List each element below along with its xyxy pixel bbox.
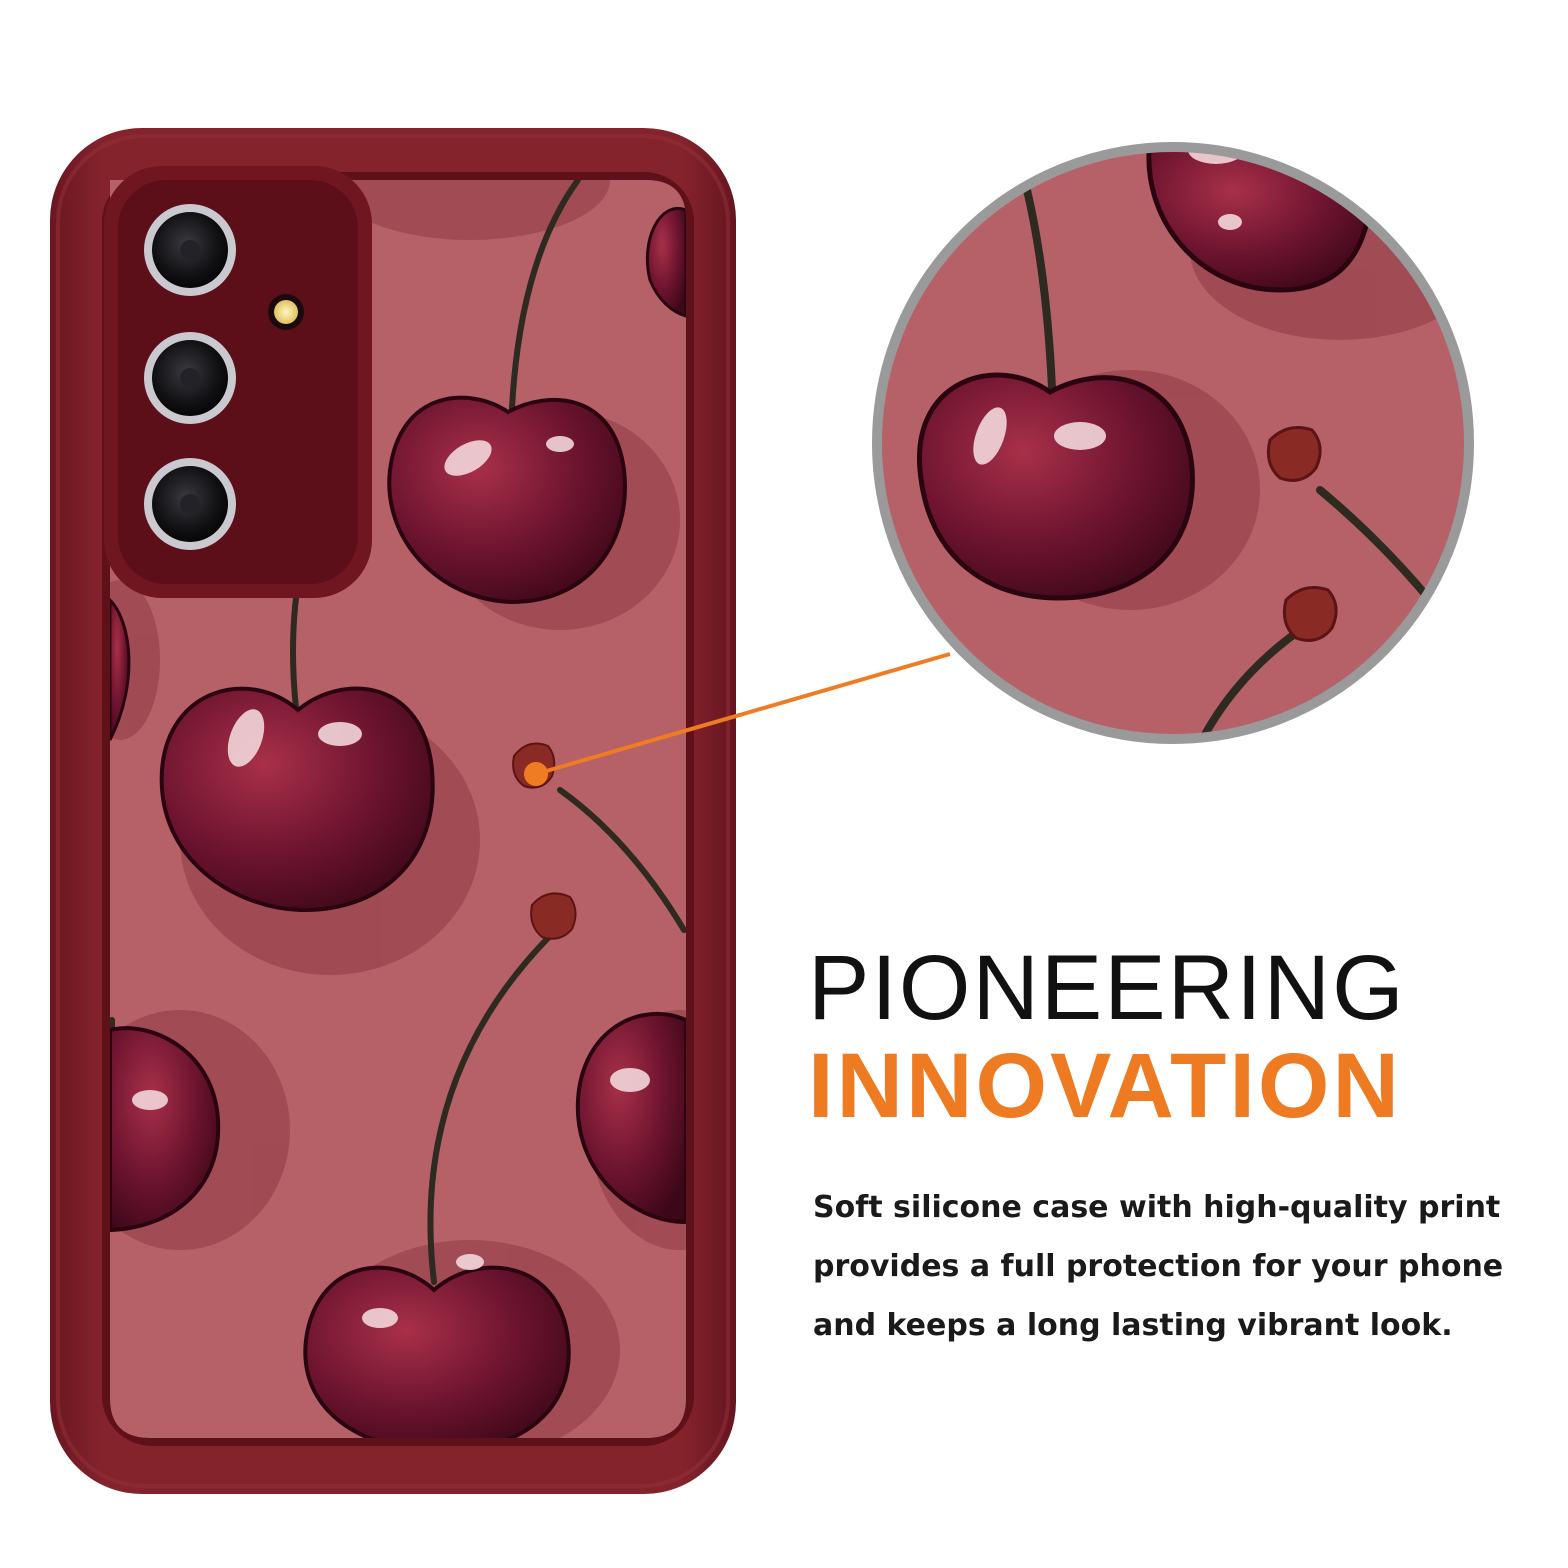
headline-accent: INNOVATION xyxy=(808,1035,1402,1137)
camera-lens-icon xyxy=(144,204,236,296)
product-description: Soft silicone case with high-quality pri… xyxy=(813,1178,1513,1355)
cherry-print xyxy=(110,180,686,1438)
flash-icon xyxy=(268,294,304,330)
camera-lens-icon xyxy=(144,458,236,550)
zoom-detail xyxy=(872,142,1474,744)
headline-primary: PIONEERING xyxy=(808,937,1406,1039)
camera-lens-icon xyxy=(144,332,236,424)
description-line: Soft silicone case with high-quality pri… xyxy=(813,1190,1501,1225)
description-line: and keeps a long lasting vibrant look. xyxy=(813,1308,1453,1343)
description-line: provides a full protection for your phon… xyxy=(813,1249,1504,1284)
camera-module xyxy=(104,166,372,598)
phone-case xyxy=(50,128,736,1494)
callout-pointer xyxy=(524,652,951,786)
